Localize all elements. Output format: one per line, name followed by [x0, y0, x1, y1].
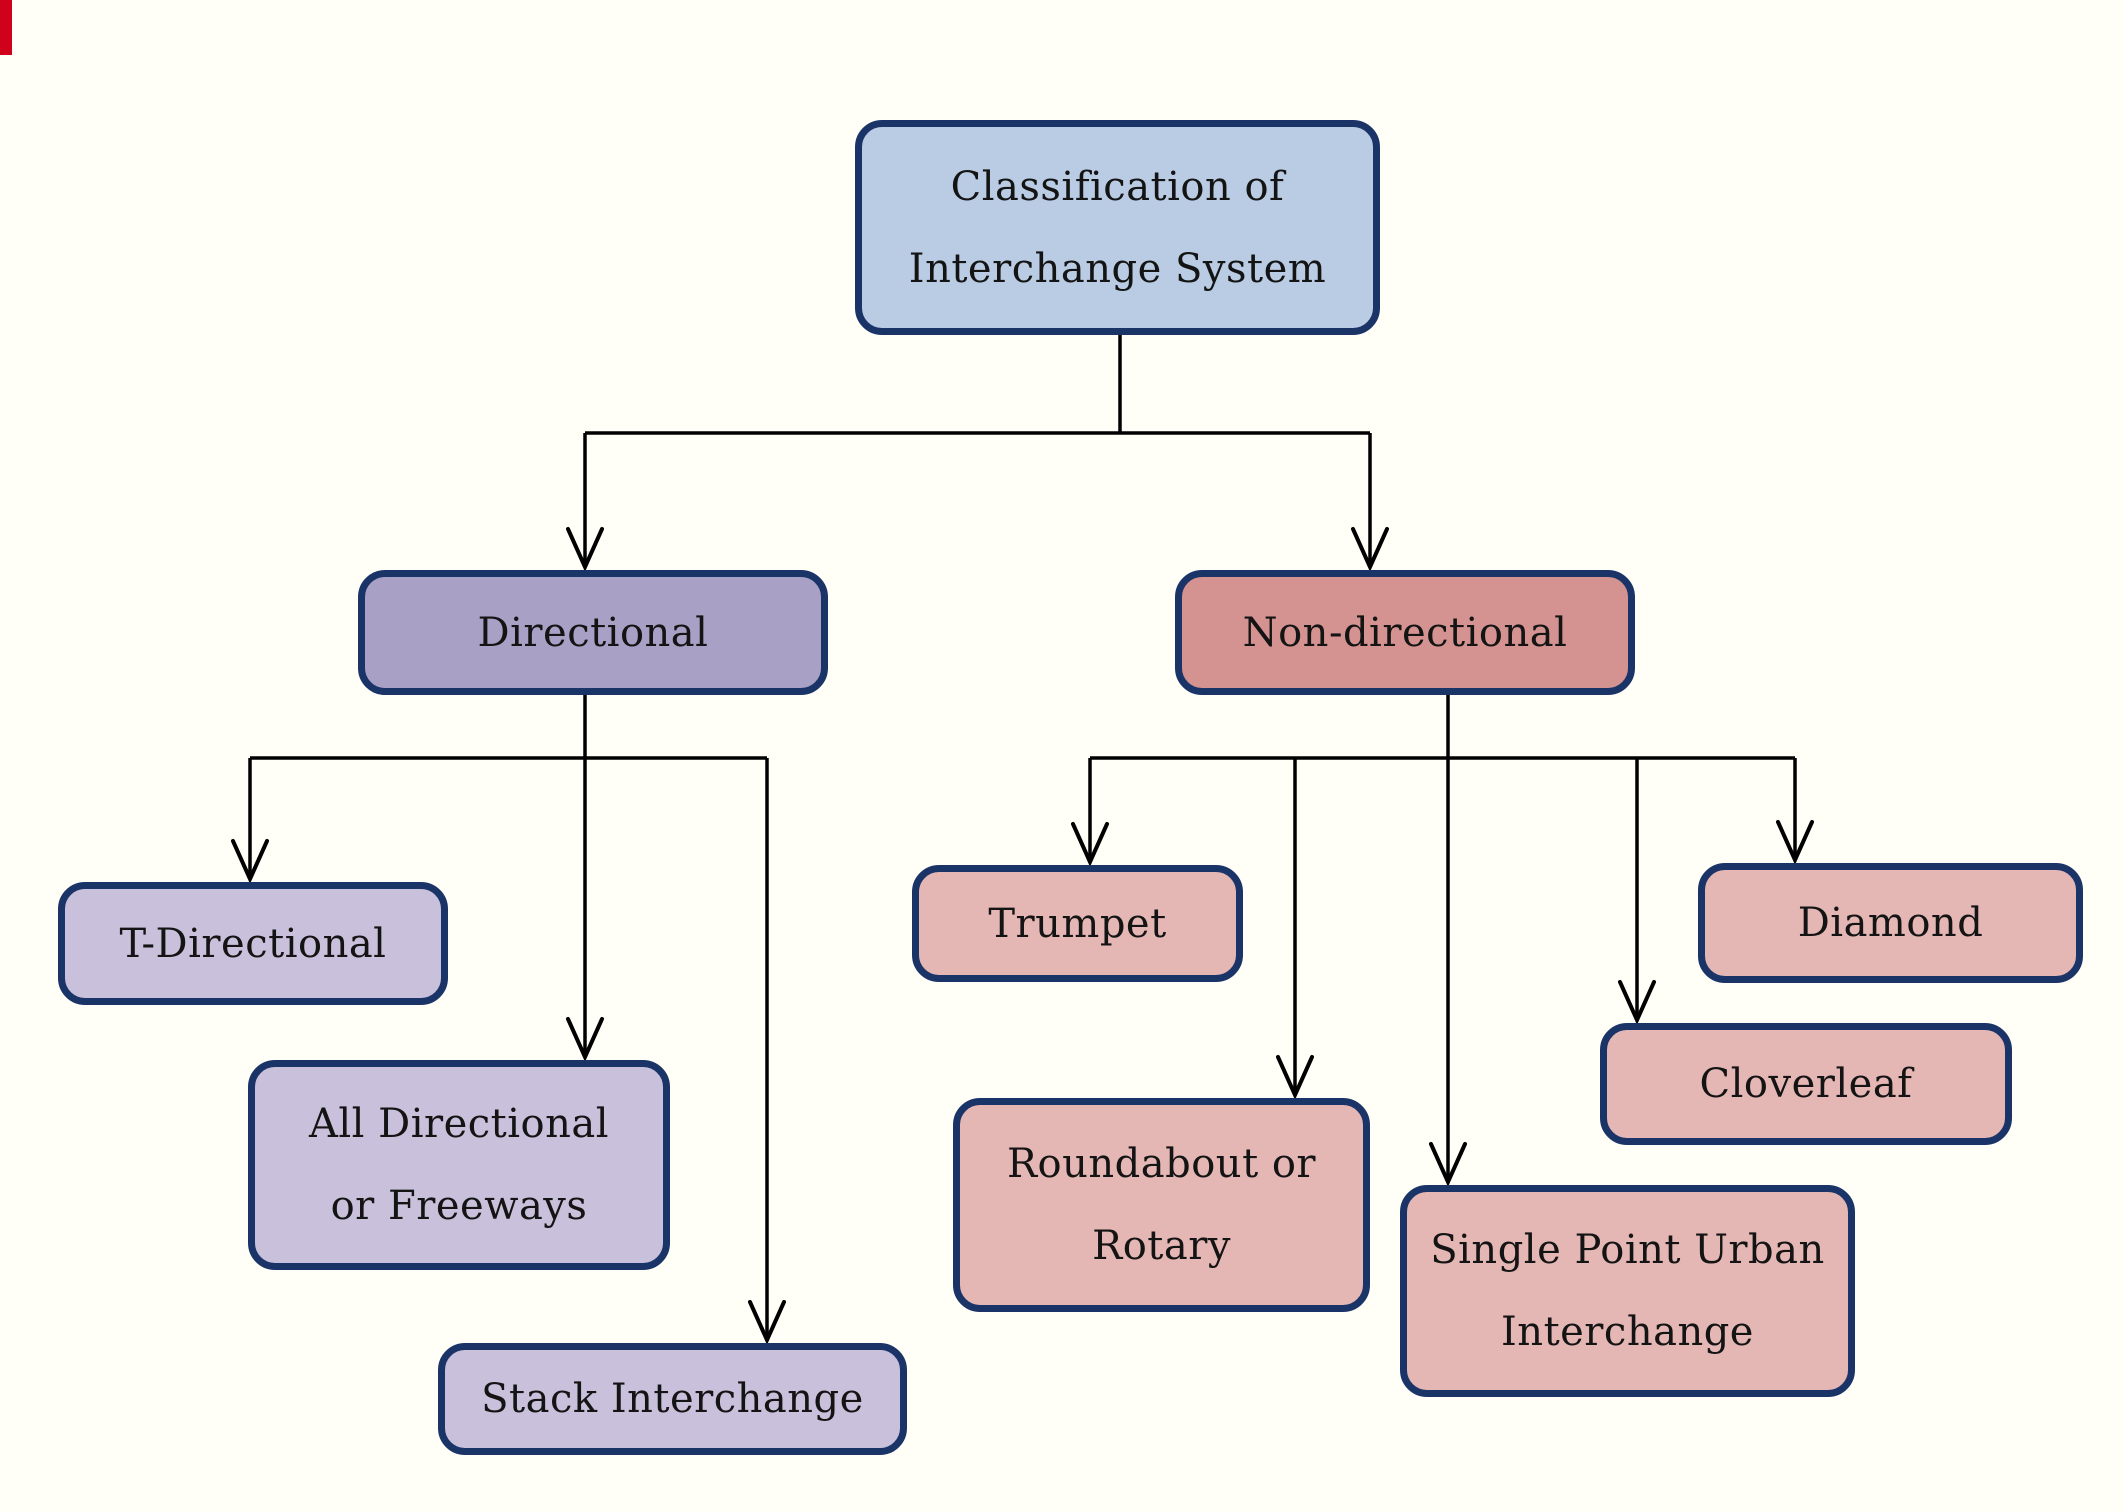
arrowhead-diamond: [1776, 820, 1814, 865]
arrowheads: [231, 527, 1814, 1345]
node-label-line: Classification of: [950, 163, 1285, 210]
node-nondirectional: Non-directional: [1175, 570, 1635, 695]
node-label-line: Non-directional: [1242, 609, 1568, 656]
node-directional: Directional: [358, 570, 828, 695]
red-edge-artifact: [0, 0, 12, 55]
node-label-line: Interchange: [1501, 1309, 1754, 1355]
node-cloverleaf: Cloverleaf: [1600, 1023, 2012, 1145]
node-label-line: Cloverleaf: [1699, 1061, 1913, 1107]
arrowhead-nondirectional: [1351, 527, 1389, 572]
arrowhead-trumpet: [1071, 822, 1109, 867]
node-single-point-urban-interchange: Single Point Urban Interchange: [1400, 1185, 1855, 1397]
node-label-line: Interchange System: [908, 245, 1327, 292]
node-label-line: Single Point Urban: [1430, 1227, 1825, 1273]
arrowhead-roundabout: [1276, 1055, 1314, 1100]
arrowhead-directional: [566, 527, 604, 572]
node-trumpet: Trumpet: [912, 865, 1243, 982]
node-classification-root: Classification of Interchange System: [855, 120, 1380, 335]
node-label-line: Rotary: [1092, 1223, 1231, 1269]
arrowhead-tdirectional: [231, 839, 269, 884]
arrowhead-cloverleaf: [1618, 980, 1656, 1025]
arrowhead-spui: [1429, 1142, 1467, 1187]
node-label-line: Directional: [477, 609, 709, 656]
node-alldirectional: All Directional or Freeways: [248, 1060, 670, 1270]
node-label-line: T-Directional: [119, 920, 387, 967]
connector-lines: [248, 335, 1797, 1340]
node-stack-interchange: Stack Interchange: [438, 1343, 907, 1455]
node-label-line: All Directional: [308, 1101, 610, 1147]
node-label-line: Trumpet: [988, 900, 1167, 947]
arrowhead-alldirectional: [566, 1017, 604, 1062]
node-label-line: or Freeways: [330, 1183, 588, 1229]
node-diamond: Diamond: [1698, 863, 2083, 983]
arrowhead-stack: [748, 1300, 786, 1345]
node-label-line: Stack Interchange: [481, 1376, 864, 1422]
node-roundabout: Roundabout or Rotary: [953, 1098, 1370, 1312]
node-label-line: Roundabout or: [1006, 1141, 1317, 1187]
node-label-line: Diamond: [1797, 900, 1984, 946]
node-tdirectional: T-Directional: [58, 882, 448, 1005]
